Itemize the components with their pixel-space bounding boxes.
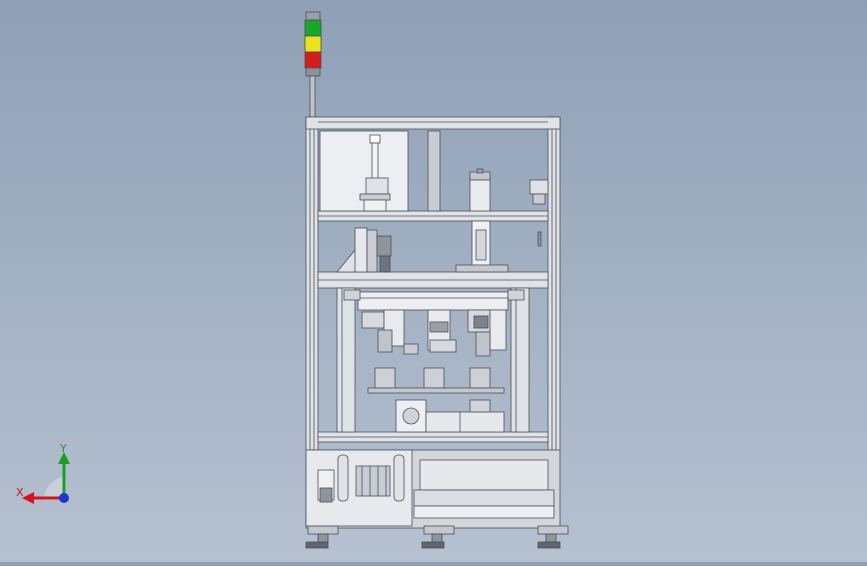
middle-station (336, 220, 542, 273)
machine-frame (305, 116, 561, 451)
orientation-triad: Y X (16, 442, 70, 504)
stack-light-yellow (304, 35, 322, 53)
z-axis-dot (59, 493, 69, 503)
triad-plane (43, 476, 66, 500)
stack-light (304, 11, 322, 119)
stack-light-green (304, 19, 322, 37)
base-cabinet (305, 449, 569, 549)
x-axis-label: X (16, 486, 24, 499)
x-axis-head (22, 492, 34, 504)
stack-light-red (304, 51, 322, 69)
y-axis-head (58, 452, 70, 464)
y-axis-label: Y (59, 442, 67, 455)
lower-station (343, 289, 525, 433)
upper-station (319, 130, 549, 212)
